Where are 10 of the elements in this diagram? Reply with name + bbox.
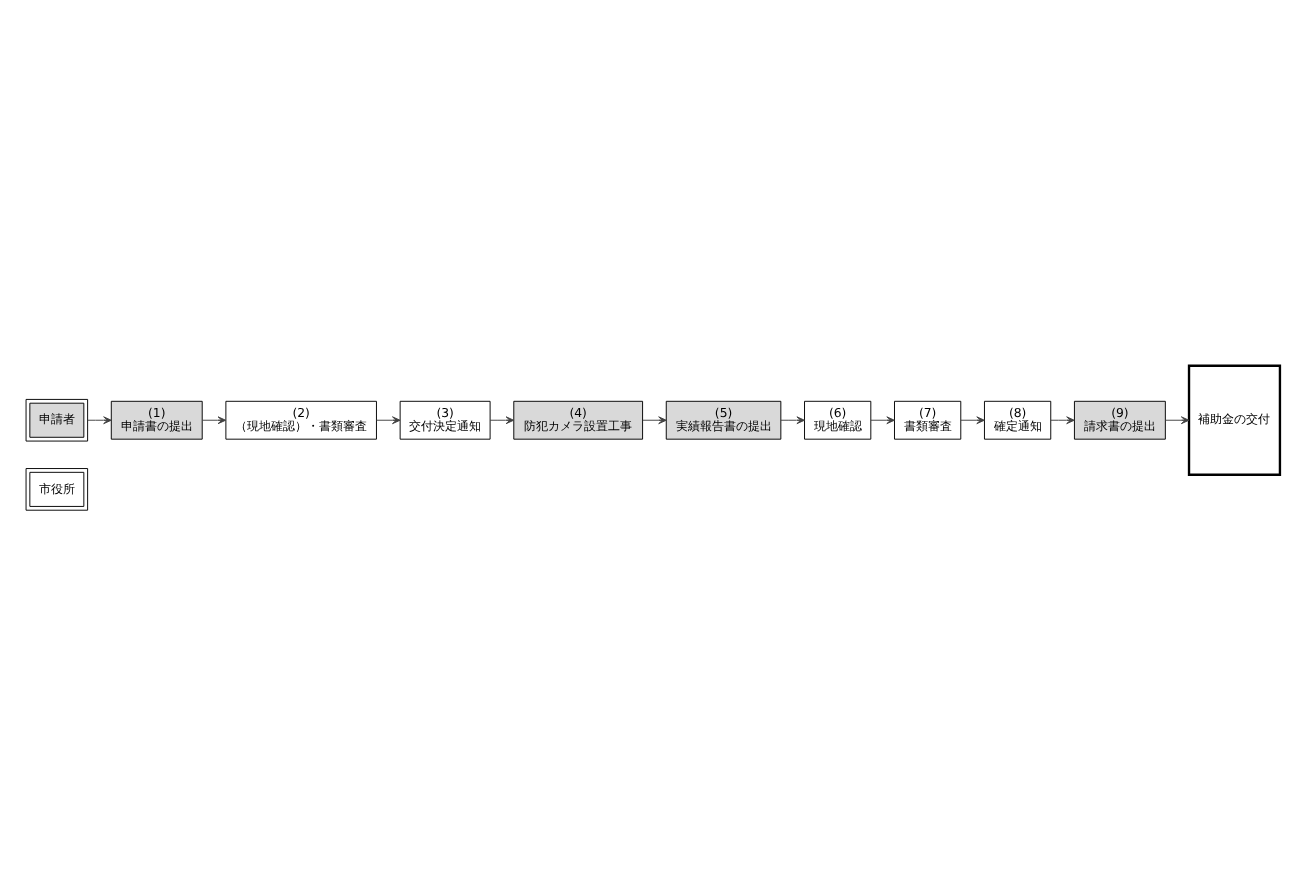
arrow — [960, 415, 985, 424]
arrow — [376, 415, 401, 424]
arrow — [642, 415, 667, 424]
arrow — [1164, 415, 1190, 424]
arrow — [780, 415, 805, 424]
arrow — [87, 415, 112, 424]
arrow — [1050, 415, 1075, 424]
arrow — [201, 415, 227, 424]
arrow — [870, 415, 895, 424]
arrow — [489, 415, 515, 424]
